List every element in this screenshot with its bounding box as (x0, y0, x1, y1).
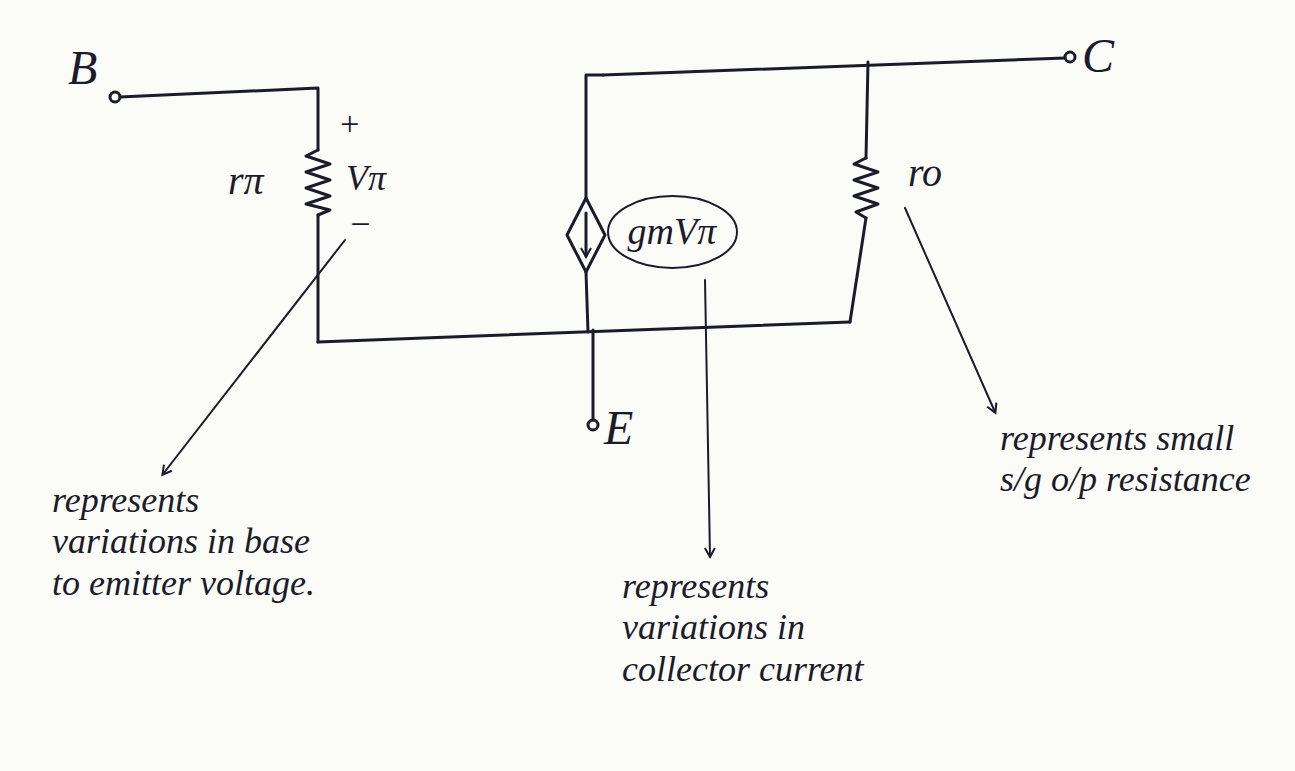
leader-line (163, 240, 345, 474)
component-label: ro (908, 150, 942, 196)
terminal-label: C (1082, 28, 1114, 83)
wire (850, 218, 866, 322)
voltage-label: Vπ (346, 158, 386, 199)
emitter-rail (318, 322, 850, 342)
resistor-symbol (306, 150, 330, 215)
resistor-symbol (854, 158, 878, 218)
dependent-source-diamond (567, 198, 605, 272)
terminal-label: E (604, 400, 633, 455)
current-arrow (585, 213, 588, 256)
leader-line (905, 208, 995, 412)
collector-rail (603, 58, 1065, 75)
source-label: gmVπ (628, 210, 717, 254)
leader-line (705, 280, 710, 556)
annotation-note: represents variations in base to emitter… (52, 480, 342, 604)
circled-label: gmVπ (606, 194, 739, 270)
annotation-note: represents variations in collector curre… (622, 566, 872, 690)
component-label: rπ (228, 158, 264, 204)
base-wire (120, 88, 318, 150)
wire (866, 62, 868, 158)
emitter-terminal (588, 420, 598, 430)
wire (586, 75, 603, 198)
emitter-wire (592, 330, 595, 420)
wire (317, 215, 320, 342)
annotation-note: represents small s/g o/p resistance (1000, 418, 1275, 501)
polarity-mark: + (338, 104, 361, 143)
polarity-mark: − (348, 204, 372, 245)
terminal-label: B (68, 40, 97, 95)
collector-terminal (1065, 52, 1075, 62)
wire (586, 272, 588, 332)
